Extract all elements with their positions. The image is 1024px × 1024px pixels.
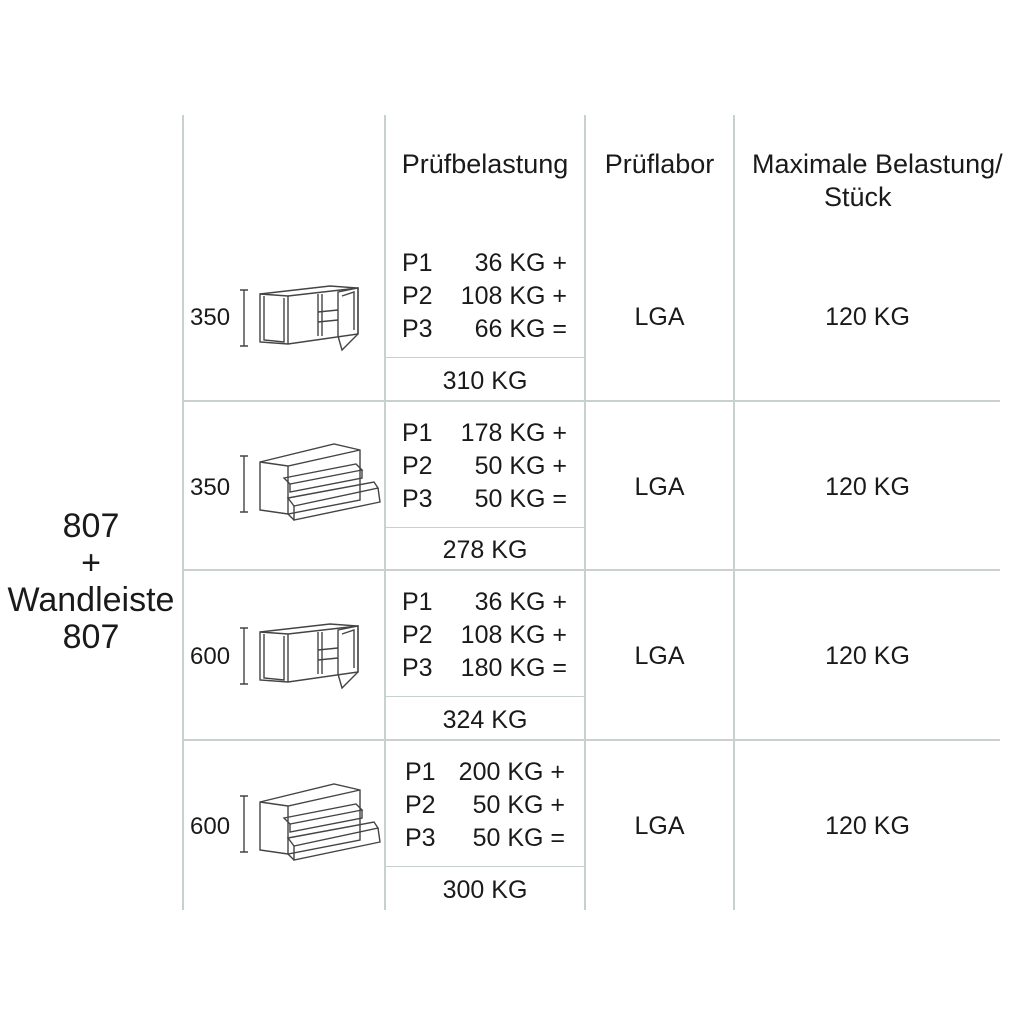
row2-dimension: 350 (190, 474, 231, 501)
product-label-line2: + (81, 544, 101, 582)
row3-load-p2-value: 108 KG + (460, 621, 567, 649)
grid-line-h3 (182, 739, 1000, 741)
row4-load-p1-label: P1 (405, 758, 436, 786)
row4-load-p3-label: P3 (405, 824, 436, 852)
row3-dimension: 600 (190, 643, 231, 670)
row3-labor: LGA (634, 642, 685, 670)
grid-line-h1 (182, 400, 1000, 402)
row1-load-p1-label: P1 (402, 249, 433, 277)
row2-load-p1-label: P1 (402, 419, 433, 447)
row4-load-p3: P3 50 KG = (405, 822, 565, 855)
row1-load-p3-label: P3 (402, 315, 433, 343)
row1-load-p3-value: 66 KG = (474, 315, 567, 343)
row3-load-p2: P2 108 KG + (402, 619, 567, 652)
row1-max: 120 KG (825, 303, 910, 331)
header-pruefbelastung: Prüfbelastung (401, 149, 569, 179)
row2-max: 120 KG (825, 473, 910, 501)
row4-load-p2-value: 50 KG + (472, 791, 565, 819)
row4-total: 300 KG (442, 876, 528, 904)
grid-line-h2 (182, 569, 1000, 571)
row4-load-p2-label: P2 (405, 791, 436, 819)
row4-dimension: 600 (190, 813, 231, 840)
header-max-line1: Maximale Belastung/ (752, 149, 1003, 179)
cabinet-doors-icon (240, 285, 359, 352)
product-label-line3: Wandleiste (7, 581, 175, 619)
row2-load-p3-value: 50 KG = (474, 485, 567, 513)
grid-line-v1 (182, 115, 184, 910)
cabinet-drawers-icon (240, 443, 381, 521)
total-divider-3 (386, 696, 584, 697)
row1-load-p2-label: P2 (402, 282, 433, 310)
total-divider-4 (386, 866, 584, 867)
row2-load-p2: P2 50 KG + (402, 450, 567, 483)
grid-line-v4 (733, 115, 735, 910)
header-max-line2: Stück (824, 182, 892, 212)
row1-load-p2-value: 108 KG + (460, 282, 567, 310)
row1-load-p1-value: 36 KG + (474, 249, 567, 277)
row1-total: 310 KG (442, 367, 528, 395)
row3-load-p1-label: P1 (402, 588, 433, 616)
row3-load-p3: P3 180 KG = (402, 652, 567, 685)
row1-load-p2: P2 108 KG + (402, 280, 567, 313)
row3-load-p3-value: 180 KG = (460, 654, 567, 682)
grid-line-v2 (384, 115, 386, 910)
row4-load-p1: P1 200 KG + (405, 756, 565, 789)
total-divider-2 (386, 527, 584, 528)
product-label: 807 + Wandleiste 807 (0, 508, 182, 656)
row2-labor: LGA (634, 473, 685, 501)
cabinet-drawers-icon (240, 783, 381, 861)
cabinet-doors-icon (240, 623, 359, 690)
row3-load-p1: P1 36 KG + (402, 586, 567, 619)
row2-total: 278 KG (442, 536, 528, 564)
row4-labor: LGA (634, 812, 685, 840)
row1-load-p1: P1 36 KG + (402, 247, 567, 280)
row2-load-p2-label: P2 (402, 452, 433, 480)
row2-load-p3-label: P3 (402, 485, 433, 513)
row4-load-p2: P2 50 KG + (405, 789, 565, 822)
total-divider-1 (386, 357, 584, 358)
row3-total: 324 KG (442, 706, 528, 734)
row1-labor: LGA (634, 303, 685, 331)
header-prueflabor: Prüflabor (604, 149, 715, 179)
grid-line-v3 (584, 115, 586, 910)
row2-load-p1-value: 178 KG + (460, 419, 567, 447)
row1-dimension: 350 (190, 304, 231, 331)
row2-load-p3: P3 50 KG = (402, 483, 567, 516)
product-label-line4: 807 (62, 618, 120, 656)
row1-load-p3: P3 66 KG = (402, 313, 567, 346)
row2-load-p2-value: 50 KG + (474, 452, 567, 480)
row4-load-p1-value: 200 KG + (458, 758, 565, 786)
row3-max: 120 KG (825, 642, 910, 670)
row3-load-p3-label: P3 (402, 654, 433, 682)
row4-load-p3-value: 50 KG = (472, 824, 565, 852)
row2-load-p1: P1 178 KG + (402, 417, 567, 450)
row3-load-p2-label: P2 (402, 621, 433, 649)
row3-load-p1-value: 36 KG + (474, 588, 567, 616)
row4-max: 120 KG (825, 812, 910, 840)
product-label-line1: 807 (62, 507, 120, 545)
